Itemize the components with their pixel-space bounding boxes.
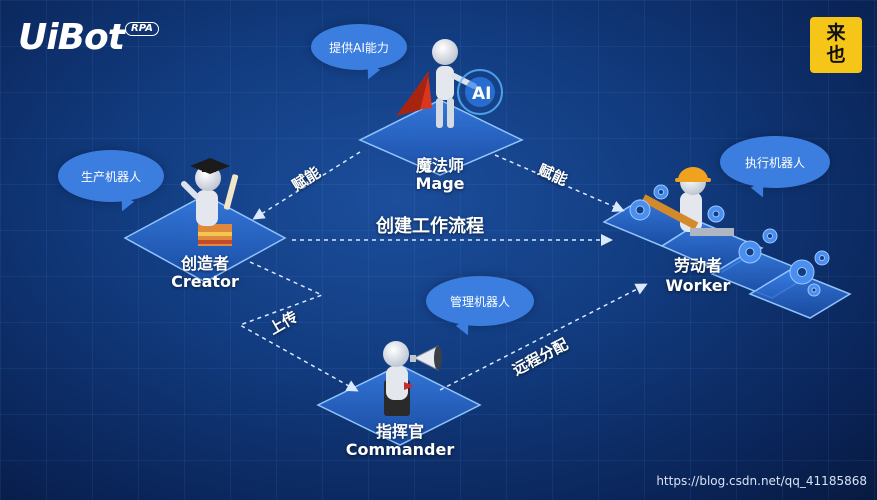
wizard-figure-icon: AI [396, 39, 503, 128]
arrow-label-creator-worker: 创建工作流程 [376, 216, 484, 237]
logo-rpa-tag: RPA [125, 22, 159, 36]
arrow-creator-to-commander [238, 261, 359, 392]
mage-platform [358, 99, 524, 176]
commander-bubble-text: 管理机器人 [449, 294, 510, 309]
hardhat-worker-icon [641, 167, 734, 236]
worker-label-cn: 劳动者 [673, 256, 722, 275]
arrow-commander-to-worker [439, 283, 648, 391]
worker-bubble: 执行机器人 [720, 136, 830, 188]
uibot-logo: UiBot RPA [18, 17, 159, 58]
creator-bubble: 生产机器人 [58, 150, 164, 202]
laiye-badge: 来 也 [810, 17, 862, 73]
badge-line2: 也 [826, 44, 846, 66]
worker-bubble-text: 执行机器人 [744, 155, 805, 170]
mage-bubble: 提供AI能力 [311, 24, 407, 70]
commander-figure [383, 341, 442, 416]
mage-label-en: Mage [415, 174, 465, 193]
mortarboard-icon [190, 158, 230, 174]
source-watermark: https://blog.csdn.net/qq_41185868 [656, 474, 867, 488]
worker-label-en: Worker [665, 276, 731, 295]
worker-platform-4 [748, 269, 852, 319]
badge-line1: 来 [826, 22, 846, 45]
gear-icon [629, 184, 830, 297]
mage-bubble-text: 提供AI能力 [329, 40, 389, 55]
commander-label-cn: 指挥官 [375, 422, 424, 441]
megaphone-icon [410, 345, 442, 371]
arrow-mage-to-worker [494, 154, 625, 212]
mage-ai-label: AI [472, 84, 491, 104]
creator-figure [181, 158, 239, 246]
mage-label-cn: 魔法师 [415, 156, 464, 175]
commander-label-en: Commander [345, 440, 455, 459]
creator-label-en: Creator [171, 272, 239, 291]
commander-bubble: 管理机器人 [426, 276, 534, 326]
creator-bubble-text: 生产机器人 [80, 169, 141, 184]
logo-text: UiBot [18, 17, 125, 58]
creator-label-cn: 创造者 [180, 254, 229, 273]
